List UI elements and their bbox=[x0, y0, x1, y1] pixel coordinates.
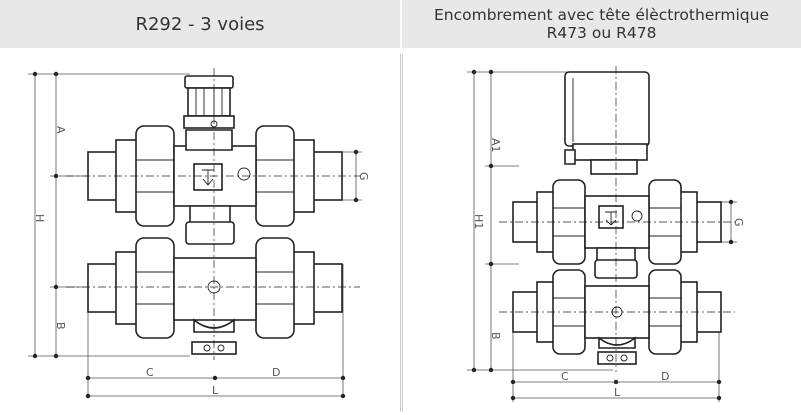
valve-drawing-r292: A H B G C D L bbox=[28, 68, 370, 399]
left-header: R292 - 3 voies bbox=[0, 0, 402, 48]
left-title: R292 - 3 voies bbox=[135, 13, 265, 35]
dim-label-d-right: D bbox=[661, 370, 669, 383]
dim-label-h1: H1 bbox=[472, 214, 485, 229]
electrothermal-head bbox=[564, 71, 650, 175]
upper-valve-body bbox=[87, 125, 343, 245]
dim-label-d: D bbox=[272, 366, 280, 379]
lower-valve-body-right bbox=[512, 269, 722, 365]
right-header: Encombrement avec tête élèctrothermique … bbox=[402, 0, 801, 48]
lower-valve-body bbox=[87, 237, 343, 355]
dim-label-c: C bbox=[146, 366, 154, 379]
dim-label-g: G bbox=[357, 172, 370, 181]
upper-valve-body-right bbox=[512, 179, 722, 279]
right-title-line1: Encombrement avec tête élèctrothermique bbox=[433, 6, 770, 24]
valve-drawing-with-actuator: A1 H1 B G C D L bbox=[467, 66, 745, 402]
left-drawing-panel: A H B G C D L bbox=[0, 54, 400, 411]
right-title-line2: R473 ou R478 bbox=[546, 24, 657, 42]
right-drawing-panel: A1 H1 B G C D L bbox=[403, 54, 801, 411]
valve-actuator-head bbox=[183, 75, 235, 129]
dim-label-b-right: B bbox=[489, 332, 502, 340]
panel-separator bbox=[400, 54, 403, 411]
dim-label-l-right: L bbox=[614, 386, 621, 399]
dim-label-g-right: G bbox=[732, 218, 745, 227]
dim-label-a1: A1 bbox=[489, 138, 502, 153]
dim-label-a: A bbox=[54, 126, 67, 134]
dim-label-l: L bbox=[212, 384, 219, 397]
dim-label-b: B bbox=[54, 322, 67, 330]
dim-label-c-right: C bbox=[561, 370, 569, 383]
dim-label-h: H bbox=[33, 214, 46, 222]
